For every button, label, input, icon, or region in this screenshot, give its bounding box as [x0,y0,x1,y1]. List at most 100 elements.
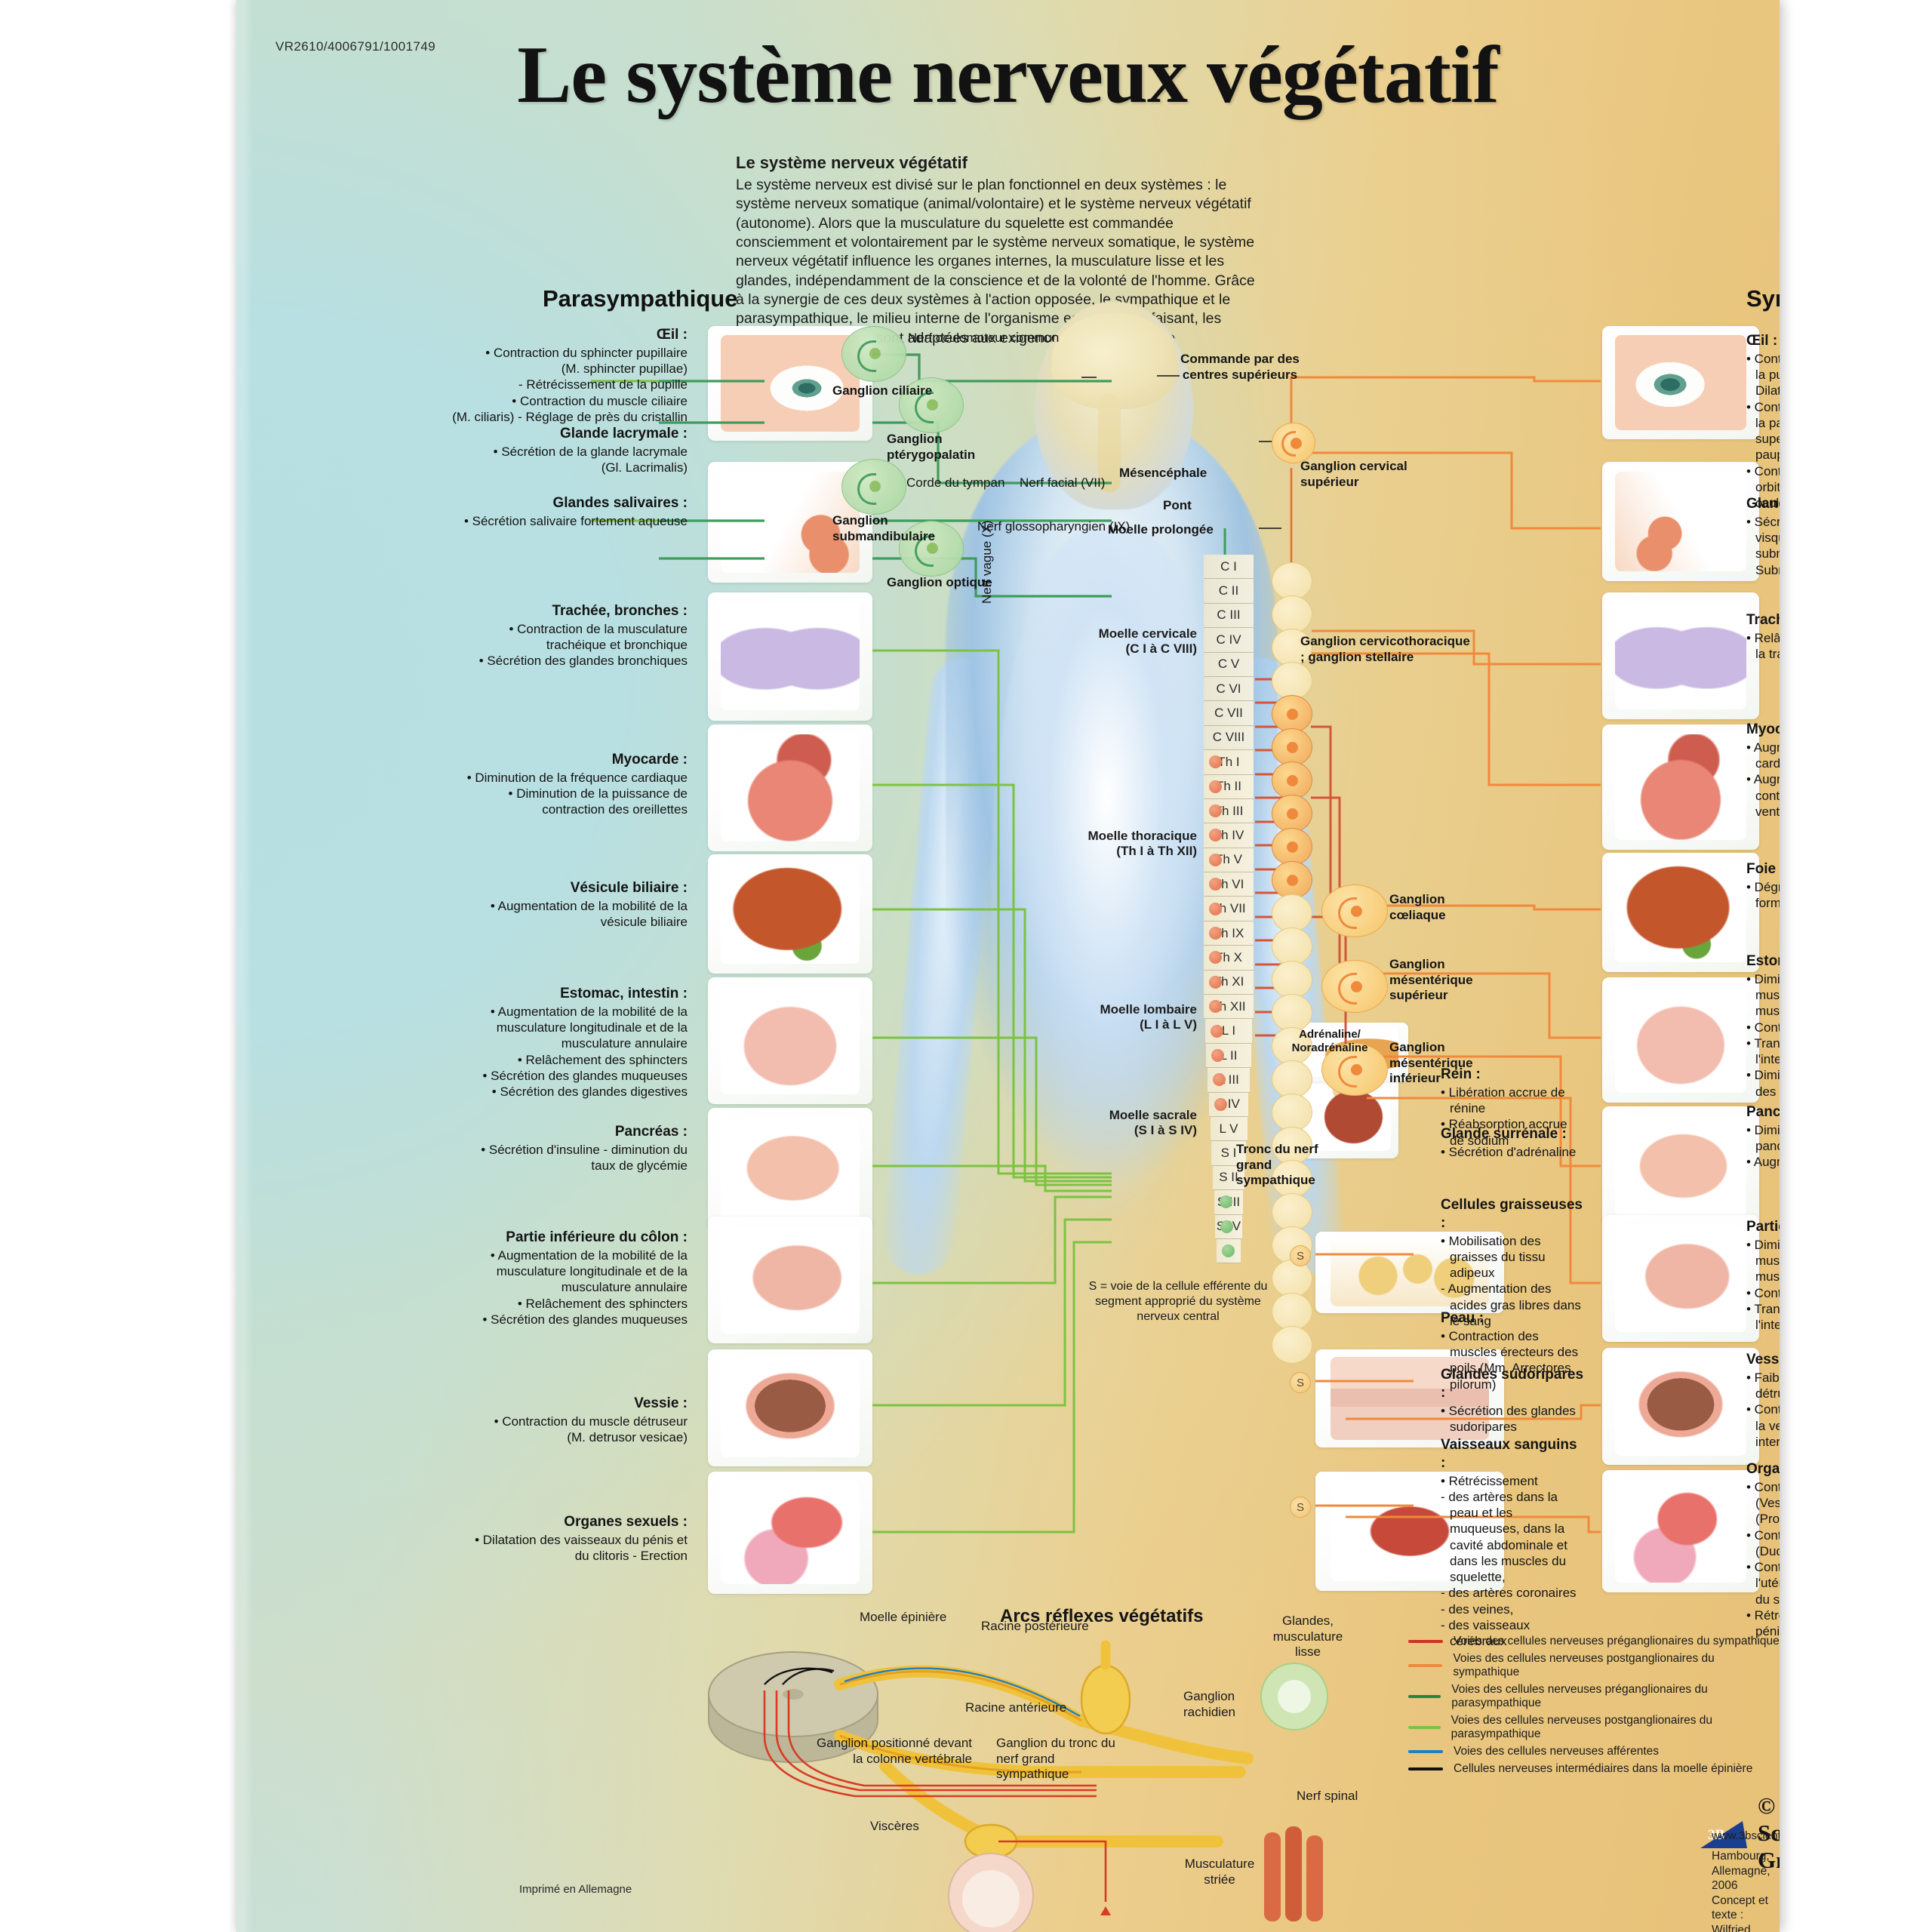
sympathetic-chain-ganglion [1272,894,1312,932]
printed-note: Imprimé en Allemagne [519,1883,632,1896]
organ-image-bladder-right [1602,1348,1759,1465]
column-heading-parasympathetic: Parasympathique [543,285,738,312]
para-line: taux de glycémie [591,1158,688,1173]
spine-segment-label: S I [1220,1146,1237,1161]
intro-block: Le système nerveux végétatif Le système … [736,153,1264,367]
spine-segment-label: C VII [1214,706,1243,721]
label-moelle-prolongee: Moelle prolongée [1108,522,1214,537]
ganglion-arc-icon [915,535,934,567]
center-block-glandes-sudoripares: Glandes sudoripares : • Sécrétion des gl… [1441,1366,1584,1435]
para-line: • Sécrétion d'insuline - diminution du [481,1142,688,1157]
center-line: - des artères coronaires [1441,1586,1577,1601]
sympathetic-chain-ganglion [1272,562,1312,600]
sym-title-foie: Foie : [1746,861,1780,877]
credits-block: Hambourg, Allemagne, 2006 Concept et tex… [1712,1849,1780,1932]
para-title-pancreas: Pancréas : [614,1124,688,1140]
center-title-rein: Rein : [1441,1066,1481,1082]
sympathetic-chain-ganglion [1272,795,1312,832]
spine-segment-dot-icon [1210,1024,1223,1038]
ganglion-core-icon [1291,438,1302,449]
ganglion-optique-node [899,521,964,577]
legend: Voies des cellules nerveuses préganglion… [1408,1635,1780,1780]
skin-art [1331,1357,1489,1440]
sym-line: • Faible relâchement du muscle détruseur… [1746,1370,1780,1401]
legend-label: Voies des cellules nerveuses postganglio… [1451,1714,1713,1740]
sympathetic-chain-ganglion [1272,961,1312,998]
para-title-estomac: Estomac, intestin : [560,986,688,1001]
spine-segment-label: Th I [1217,754,1240,769]
spine-segment: S IV [1215,1214,1242,1239]
organ-image-stomach-intestine-left [708,977,872,1104]
para-line: • Sécrétion des glandes bronchiques [478,654,688,669]
para-line: • Dilatation des vaisseaux du pénis et [475,1532,688,1547]
sym-title-myocarde: Myocarde : [1746,721,1780,737]
para-block-pancreas: Pancréas : • Sécrétion d'insuline - dimi… [438,1123,688,1174]
spine-segment-label: Th III [1214,803,1244,818]
sym-block-glandes-salivaires: Glandes salivaires : • Sécrétion salivai… [1746,495,1780,578]
spine-segment: L I [1204,1019,1253,1044]
s-marker-skin: S [1290,1372,1311,1393]
spine-segment: Th VII [1204,897,1254,921]
website-url[interactable]: www.3bscientific.com [1712,1829,1780,1842]
legend-label: Voies des cellules nerveuses préganglion… [1454,1635,1780,1647]
label-ganglion-optique: Ganglion optique [887,575,992,589]
sym-block-foie: Foie : • Dégradation du sucre stocké, fo… [1746,860,1780,911]
chain-ganglion-core-icon [1287,875,1298,886]
sym-title-pancreas: Pancréas : [1746,1104,1780,1120]
spine-segment-dot-icon [1209,804,1222,818]
center-line: • Réabsorption accrue de sodium [1441,1117,1567,1148]
intestine-art-right [1614,987,1747,1093]
spine-segment [1217,1238,1241,1264]
para-title-trachee: Trachée, bronches : [552,603,688,619]
organ-image-bladder-left [708,1349,872,1466]
chain-ganglion-core-icon [1287,841,1298,853]
spine-segment: C VIII [1204,725,1254,751]
salivary-glands-art [721,471,860,574]
center-line: • Rétrécissement [1441,1473,1538,1488]
para-title-organes-sexuels: Organes sexuels : [564,1514,688,1530]
sympathetic-chain-ganglion [1272,595,1312,633]
sym-line: • Contraction des sphincters [1746,1020,1780,1035]
sym-line: • Contraction du muscle dilatateur de la… [1746,351,1780,398]
label-ganglion-cervicothoracique: Ganglion cervicothoracique ; ganglion st… [1300,634,1470,664]
3b-logo-icon: 3B [1699,1817,1749,1850]
sym-title-glandes-salivaires: Glandes salivaires : [1746,496,1780,512]
credit-concept: Concept et texte : Wilfried Hennig [1712,1894,1768,1932]
sym-line: • Diminution de la mobilité de la muscul… [1746,971,1780,1019]
intro-body: Le système nerveux est divisé sur le pla… [736,177,1255,365]
ganglion-arc-icon [1338,1056,1357,1088]
organ-image-pancreas-right [1602,1106,1759,1226]
sympathetic-chain-ganglion [1272,994,1312,1032]
poster-canvas: VR2610/4006791/1001749 Le système nerveu… [236,0,1780,1932]
label-ganglion-rachidien: Ganglion rachidien [1183,1689,1235,1719]
ganglion-mesenterique-inferieur-node [1321,1043,1388,1096]
s-marker-fat: S [1290,1245,1311,1266]
spine-segment-dot-icon [1209,878,1222,891]
para-block-organes-sexuels: Organes sexuels : • Dilatation des vaiss… [438,1513,688,1564]
pancreas-art-right [1614,1115,1747,1217]
sym-line: • Relâchement de la musculature de la tr… [1746,630,1780,661]
spine-segment: L V [1210,1116,1247,1142]
para-title-oeil: Œil : [656,327,688,343]
para-line: • Contraction de la musculature [509,621,688,636]
para-block-myocarde: Myocarde : • Diminution de la fréquence … [438,751,688,818]
sym-block-pancreas: Pancréas : • Diminution de la sécrétion … [1746,1103,1780,1171]
organ-image-heart-right [1602,724,1759,850]
ganglion-mesenterique-superieur-node [1321,960,1388,1013]
human-body-illustration [879,302,1347,1585]
label-ganglion-pterygopalatin: Ganglion ptérygopalatin [887,432,976,462]
liver-art [721,863,860,964]
sym-block-colon: Partie inférieure du côlon : • Diminutio… [1746,1218,1780,1333]
spine-segment: L II [1206,1043,1251,1069]
spine-segment: C II [1204,579,1254,604]
salivary-glands-art-right [1614,471,1747,572]
sym-line: • Contraction du muscle de l'orbite (M. … [1746,463,1780,511]
colon-art-right [1614,1225,1747,1332]
spine-segment-label: C IV [1216,632,1241,647]
label-nerf-glossopharyngien: Nerf glossopharyngien (IX) [977,519,1131,534]
label-ganglion-coeliaque: Ganglion cœliaque [1389,892,1446,922]
center-line: • Contraction des muscles érecteurs des … [1441,1328,1579,1392]
para-block-glandes-salivaires: Glandes salivaires : • Sécrétion salivai… [438,494,688,529]
eye-art-right [1614,335,1747,430]
legend-row: Voies des cellules nerveuses préganglion… [1408,1683,1780,1710]
